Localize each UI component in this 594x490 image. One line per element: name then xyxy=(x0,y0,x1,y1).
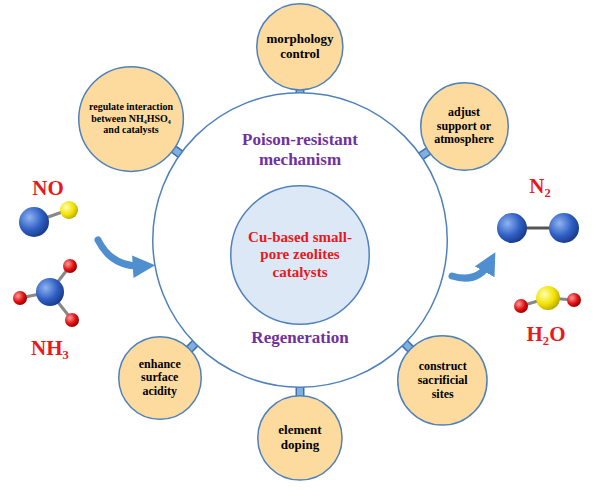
outflow-arrow xyxy=(452,262,490,278)
connector-fill xyxy=(421,151,428,156)
strategy-circle: element doping xyxy=(257,395,343,481)
o-atom xyxy=(60,201,78,219)
connector-fill xyxy=(189,343,195,349)
core-circle: Cu-based small-pore zeolites catalysts xyxy=(230,185,370,325)
strategy-circle: adjust support or atmosphere xyxy=(420,82,509,171)
connector-outline xyxy=(189,343,195,349)
circle-shape xyxy=(231,186,370,325)
circle-shape xyxy=(420,83,508,171)
connector-outline xyxy=(173,149,180,154)
nh3-molecule xyxy=(13,259,79,327)
h-atom xyxy=(514,299,528,313)
connector-stub xyxy=(405,343,411,349)
circle-shape xyxy=(153,93,448,388)
circle-shape xyxy=(257,4,343,90)
circle-shape xyxy=(118,337,201,420)
connector-fill xyxy=(405,343,411,349)
strategy-circle: construct sacrificial sites xyxy=(397,335,488,426)
inflow-arrow xyxy=(98,240,144,266)
h-atom xyxy=(13,291,27,305)
no-molecule xyxy=(19,201,78,237)
circle-shape xyxy=(258,396,342,480)
h-atom xyxy=(567,293,581,307)
strategy-label: regulate interaction between NH₄HSO₄ and… xyxy=(84,101,178,136)
core-label: Cu-based small-pore zeolites catalysts xyxy=(234,229,366,281)
n-atom xyxy=(549,213,579,243)
h2o-molecule xyxy=(514,286,581,313)
connector-fill xyxy=(297,387,303,396)
n-atom xyxy=(19,207,49,237)
species-label: N₂ xyxy=(529,174,550,199)
section-heading: Regeneration xyxy=(220,328,380,348)
connector-stub xyxy=(173,149,180,154)
connector-stub xyxy=(189,343,195,349)
connector-outline xyxy=(405,343,411,349)
n-atom xyxy=(497,213,527,243)
species-label: NH₃ xyxy=(31,336,69,361)
connector-outline xyxy=(295,387,304,396)
connector-outline xyxy=(421,151,428,156)
circle-shape xyxy=(398,336,487,425)
species-label: NO xyxy=(32,176,64,201)
n-atom xyxy=(36,278,64,306)
strategy-circle: regulate interaction between NH₄HSO₄ and… xyxy=(78,66,184,172)
strategy-circle: enhance surface acidity xyxy=(118,336,202,420)
strategy-label: enhance surface acidity xyxy=(127,358,193,399)
h-atom xyxy=(63,259,77,273)
strategy-label: adjust support or atmosphere xyxy=(428,106,500,147)
strategy-label: element doping xyxy=(263,423,337,453)
outer-circle: Poison-resistant mechanismRegeneration Cu… xyxy=(152,92,448,388)
o-atom xyxy=(536,286,560,310)
strategy-label: construct sacrificial sites xyxy=(406,360,480,401)
connector-fill xyxy=(173,149,180,154)
connector-stub xyxy=(299,387,300,396)
n2-molecule xyxy=(497,213,579,243)
strategy-label: morphology control xyxy=(262,32,338,62)
circle-shape xyxy=(79,66,184,171)
strategy-circle: morphology control xyxy=(256,3,344,91)
section-heading: Poison-resistant mechanism xyxy=(220,130,380,169)
species-label: H₂O xyxy=(527,322,566,347)
connector-stub xyxy=(421,151,428,156)
h-atom xyxy=(65,313,79,327)
